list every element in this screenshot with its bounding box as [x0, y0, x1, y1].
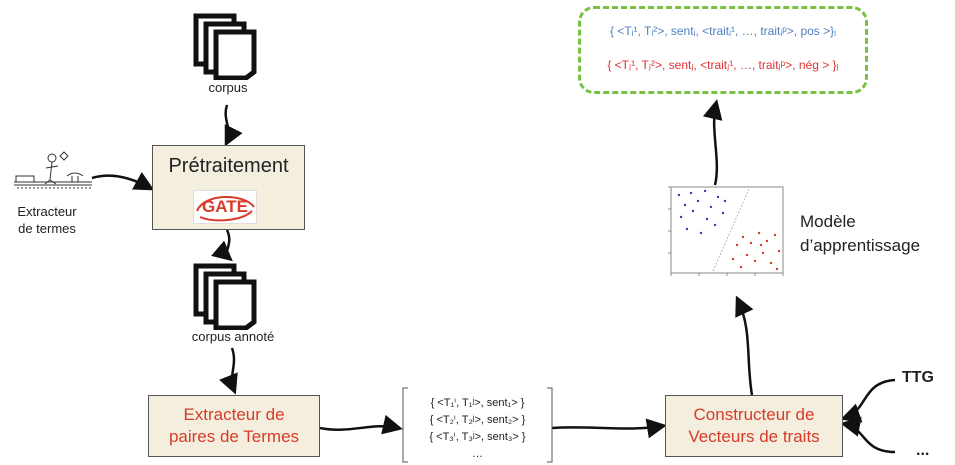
- arrow-pretraitement-to-corpus-annote: [211, 229, 233, 262]
- pair-row-ellipsis: …: [472, 448, 483, 460]
- gate-logo-text: GATE: [202, 197, 248, 216]
- output-dashed-box: { <Tᵢ¹, Tᵢ²>, sentᵢ, <traitᵢ¹, …, traitᵢ…: [578, 6, 868, 94]
- more-inputs-label: ...: [916, 442, 930, 459]
- corpus-annote-label: corpus annoté: [191, 329, 275, 344]
- pair-row-2: { <T₂ⁱ, T₂ʲ>, sent₂> }: [429, 414, 526, 426]
- gate-logo-swoosh-icon: [196, 195, 255, 222]
- pairs-brackets: [402, 387, 553, 463]
- arrow-pairs-list-to-constructeur: [551, 418, 667, 439]
- arrow-extracteur-to-pretraitement: [91, 171, 155, 191]
- model-label-line-2: d’apprentissage: [800, 236, 921, 255]
- extracteur-termes-label: Extracteur de termes: [2, 203, 92, 237]
- constructeur-line-1: Constructeur de: [693, 405, 815, 424]
- model-scatter-plot: [668, 186, 784, 276]
- arrow-corpus-annote-to-paires: [219, 347, 238, 395]
- arrow-paires-to-pairs-list: [319, 414, 403, 435]
- pairs-list: { <T₁ⁱ, T₁ʲ>, sent₁> } { <T₂ⁱ, T₂ʲ>, sen…: [410, 395, 545, 463]
- corpus-label: corpus: [208, 80, 248, 95]
- arrow-ttg-to-constructeur: [840, 378, 896, 423]
- pretraitement-box: Prétraitement GATE: [152, 145, 305, 230]
- term-extractor-machine-icon: [14, 151, 92, 189]
- constructeur-line-2: Vecteurs de traits: [688, 427, 820, 446]
- extracteur-paires-line-2: paires de Termes: [168, 427, 300, 446]
- pair-row-3: { <T₃ⁱ, T₃ʲ>, sent₃> }: [429, 431, 526, 443]
- negative-points: [731, 231, 781, 271]
- model-label: Modèle d’apprentissage: [800, 210, 920, 258]
- ttg-label: TTG: [902, 369, 934, 386]
- pair-row-1: { <T₁ⁱ, T₁ʲ>, sent₁> }: [430, 397, 525, 409]
- model-label-line-1: Modèle: [800, 212, 856, 231]
- formula-negative: { <Tⱼ¹, Tⱼ²>, sentⱼ, <traitⱼ¹, …, traitⱼ…: [607, 58, 839, 72]
- arrow-dots-to-constructeur: [840, 417, 896, 454]
- extracteur-paires-box: Extracteur de paires de Termes: [148, 395, 320, 457]
- extracteur-termes-line-1: Extracteur: [17, 204, 77, 219]
- gate-logo: GATE: [193, 190, 257, 224]
- corpus-annote-documents-icon: [193, 263, 257, 330]
- pretraitement-title: Prétraitement: [168, 155, 289, 177]
- arrow-corpus-to-pretraitement: [224, 104, 243, 147]
- formula-positive: { <Tᵢ¹, Tᵢ²>, sentᵢ, <traitᵢ¹, …, traitᵢ…: [609, 24, 837, 38]
- extracteur-termes-line-2: de termes: [18, 221, 76, 236]
- constructeur-box: Constructeur de Vecteurs de traits: [665, 395, 843, 457]
- corpus-documents-icon: [193, 13, 257, 80]
- arrow-constructeur-to-model: [735, 295, 754, 396]
- arrow-model-to-output: [702, 99, 723, 186]
- extracteur-paires-line-1: Extracteur de: [183, 405, 285, 424]
- positive-points: [677, 189, 727, 235]
